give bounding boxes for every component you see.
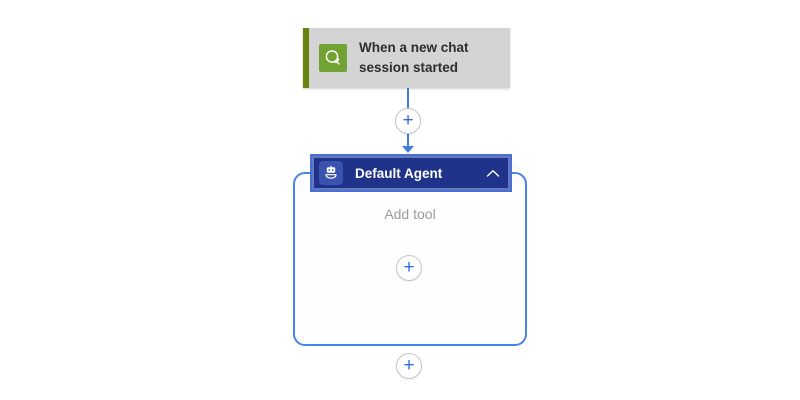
agent-title: Default Agent [355, 165, 443, 181]
add-tool-placeholder: Add tool [384, 206, 436, 222]
trigger-title: When a new chat session started [359, 40, 469, 75]
add-tool-button[interactable]: + [396, 255, 422, 281]
chevron-up-icon [486, 169, 500, 177]
trigger-card[interactable]: When a new chat session started [303, 28, 510, 88]
agent-header-card[interactable]: Default Agent [310, 154, 512, 192]
collapse-button[interactable] [486, 169, 500, 178]
plus-icon: + [402, 109, 414, 131]
bot-icon [319, 161, 343, 185]
connector-arrowhead-icon [402, 146, 414, 153]
plus-icon: + [403, 256, 415, 278]
add-step-after-agent-button[interactable]: + [396, 353, 422, 379]
plus-icon: + [403, 354, 415, 376]
chat-bubble-icon [319, 44, 347, 72]
insert-step-button[interactable]: + [395, 108, 421, 134]
